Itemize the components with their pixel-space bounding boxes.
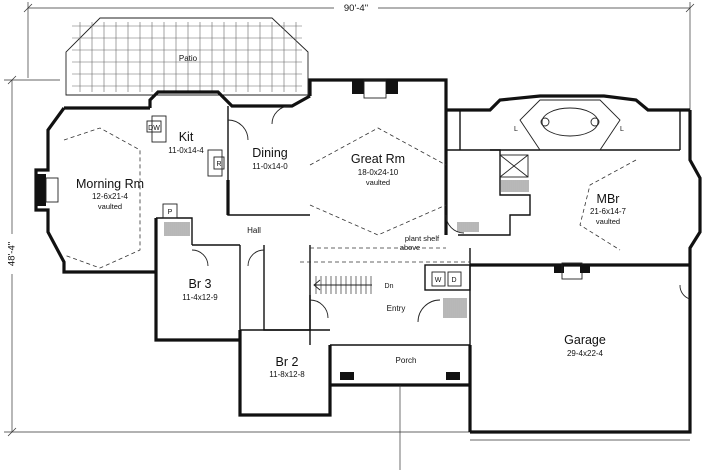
- morning-room-vaulted: vaulted: [98, 202, 122, 211]
- bedroom-2-name: Br 2: [276, 355, 299, 369]
- bedroom-2-size: 11-8x12-8: [269, 370, 305, 379]
- patio-area: [65, 17, 309, 96]
- morning-room-size: 12-6x21-4: [92, 192, 129, 201]
- hall-label: Hall: [247, 226, 261, 235]
- dryer-tag: D: [451, 277, 456, 284]
- closet-shelving: [164, 180, 529, 318]
- bedroom-3-size: 11-4x12-9: [182, 293, 218, 302]
- fireplace-master-bedroom: [554, 262, 590, 280]
- morning-room-name: Morning Rm: [76, 177, 144, 191]
- exterior-walls: [34, 78, 702, 434]
- dining-name: Dining: [252, 146, 287, 160]
- porch-column-left: [340, 372, 354, 380]
- master-bedroom-size: 21-6x14-7: [590, 207, 627, 216]
- bedroom-3-name: Br 3: [189, 277, 212, 291]
- depth-dimension-line: [4, 75, 470, 437]
- garage-name: Garage: [564, 333, 606, 347]
- washer-tag: W: [435, 277, 442, 284]
- patio-label: Patio: [179, 54, 198, 63]
- plant-shelf-note-line1: plant shelf: [405, 234, 440, 243]
- master-bedroom-name: MBr: [597, 192, 620, 206]
- great-room-name: Great Rm: [351, 152, 405, 166]
- overall-depth-label: 48'-4": [7, 242, 18, 266]
- master-bath-l-left: L: [514, 126, 518, 133]
- plant-shelf-note-line2: above: [400, 243, 420, 252]
- great-room-size: 18-0x24-10: [358, 168, 399, 177]
- dining-size: 11-0x14-0: [252, 162, 288, 171]
- overall-width-label: 90'-4": [344, 3, 368, 14]
- garage-size: 29-4x22-4: [567, 349, 604, 358]
- master-shower: [499, 154, 529, 178]
- stair-arrow: [313, 279, 372, 291]
- kitchen-name: Kit: [179, 130, 194, 144]
- master-bath-l-right: L: [620, 126, 624, 133]
- vault-lines: [63, 127, 637, 269]
- great-room-vaulted: vaulted: [366, 178, 390, 187]
- master-bedroom-vaulted: vaulted: [596, 217, 620, 226]
- master-tub: [519, 99, 621, 151]
- doors: [191, 105, 691, 323]
- porch-label: Porch: [396, 356, 417, 365]
- stair-down-label: Dn: [385, 283, 394, 290]
- dishwasher-tag: DW: [148, 125, 160, 132]
- fireplace-great-room: [352, 79, 398, 99]
- porch-column-right: [446, 372, 460, 380]
- fireplace-morning-room: [36, 174, 59, 206]
- refrigerator-tag: R: [216, 161, 221, 168]
- kitchen-size: 11-0x14-4: [168, 146, 204, 155]
- entry-label: Entry: [387, 304, 406, 313]
- pantry-tag: P: [168, 209, 173, 216]
